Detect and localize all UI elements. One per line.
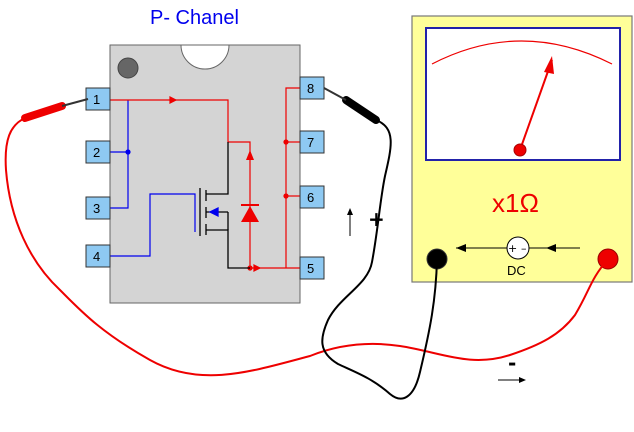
dc-plus-sign: + [508,242,517,255]
pin-5[interactable] [299,256,325,280]
pin-4[interactable] [85,244,111,268]
red-probe[interactable] [4,98,609,377]
gate-traces [110,100,196,257]
black-wire [321,119,438,400]
dc-minus-sign: – [521,242,527,255]
ic-chip [109,44,301,304]
mode-label: DC [507,263,526,278]
left-pins: 1 2 3 4 [85,87,111,268]
diode-symbol-icon [241,150,259,232]
dc-source-icon: + – [506,236,530,260]
current-direction-up [347,208,353,236]
pin-3[interactable] [85,196,111,220]
meter-display [425,27,621,161]
range-label: x1Ω [492,188,539,218]
red-probe-handle[interactable] [21,102,66,122]
diagram-title: P- Chanel [150,7,239,29]
pin-label: 4 [93,249,100,264]
pin-label: 1 [93,92,100,107]
notch-icon [180,44,230,70]
plus-sign: + [368,207,385,231]
minus-sign: - [508,351,516,375]
pin-label: 3 [93,201,100,216]
black-probe[interactable] [321,87,438,400]
multimeter: x1Ω + – DC [411,15,633,283]
mosfet-symbol-icon [199,142,250,269]
pin-label: 7 [307,135,314,150]
pin1-dot-icon [117,57,139,79]
pin-6[interactable] [299,185,325,209]
pin-2[interactable] [85,140,111,164]
black-probe-handle[interactable] [342,96,380,124]
needle-icon [519,59,553,151]
pin-label: 2 [93,145,100,160]
black-probe-tip [323,87,347,101]
pin-label: 8 [307,81,314,96]
pin-label: 6 [307,190,314,205]
red-wire [4,117,609,377]
right-pins: 8 7 6 5 [299,76,325,280]
red-probe-tip [61,98,89,107]
pin-7[interactable] [299,130,325,154]
meter-scale-arc [431,40,613,65]
pin-label: 5 [307,261,314,276]
current-direction-right [498,377,526,383]
